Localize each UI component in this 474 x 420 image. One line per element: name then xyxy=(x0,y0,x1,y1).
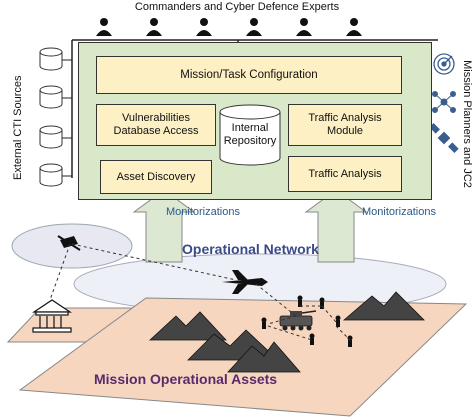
traffic-analysis-box[interactable]: Traffic Analysis xyxy=(288,156,402,192)
database-icon xyxy=(39,163,63,187)
left-side-label: External CTI Sources xyxy=(12,75,24,180)
mission-planner-icons xyxy=(429,53,459,153)
vuln-db-label-line1: Vulnerabilities xyxy=(121,112,191,124)
vuln-db-box[interactable]: Vulnerabilities Database Access xyxy=(96,104,216,146)
mission-assets-label: Mission Operational Assets xyxy=(94,371,278,387)
monitor-label-left: Monitorizations xyxy=(166,206,240,218)
database-icon xyxy=(39,85,63,109)
person-icons-row xyxy=(96,18,362,36)
asset-discovery-box[interactable]: Asset Discovery xyxy=(100,160,212,194)
vuln-db-label-line2: Database Access xyxy=(113,125,199,137)
mountains xyxy=(148,291,425,373)
traffic-module-label-line1: Traffic Analysis xyxy=(308,112,382,124)
operational-network-label: Operational Network xyxy=(182,241,319,257)
mission-config-label: Mission/Task Configuration xyxy=(180,68,318,81)
radar-icon xyxy=(433,53,455,75)
drone-icon xyxy=(57,235,81,251)
asset-discovery-label: Asset Discovery xyxy=(116,170,196,183)
headquarters-building-icon xyxy=(32,299,72,333)
mission-config-box[interactable]: Mission/Task Configuration xyxy=(96,56,402,94)
person-icon xyxy=(296,18,312,36)
monitor-label-right: Monitorizations xyxy=(362,206,436,218)
right-side-label: Mission Planners and JC2 xyxy=(461,60,473,188)
traffic-analysis-label: Traffic Analysis xyxy=(308,167,382,180)
database-icon xyxy=(39,47,63,71)
repository-label-line1: Internal xyxy=(231,122,269,134)
traffic-module-label-line2: Module xyxy=(326,125,364,137)
satellite-icon xyxy=(429,123,459,153)
person-icon xyxy=(96,18,112,36)
repository-cylinder xyxy=(219,104,281,166)
comm-links xyxy=(49,243,351,341)
repository-label-line2: Repository xyxy=(223,135,277,147)
monitor-arrow-left xyxy=(132,189,196,263)
monitor-arrow-right xyxy=(304,189,368,263)
person-icon xyxy=(146,18,162,36)
person-icon xyxy=(346,18,362,36)
person-icon xyxy=(196,18,212,36)
database-icon xyxy=(39,125,63,149)
cti-database-icons xyxy=(39,47,63,187)
traffic-module-box[interactable]: Traffic Analysis Module xyxy=(288,104,402,146)
header-title: Commanders and Cyber Defence Experts xyxy=(134,1,340,13)
network-nodes-icon xyxy=(432,91,456,113)
person-icon xyxy=(246,18,262,36)
